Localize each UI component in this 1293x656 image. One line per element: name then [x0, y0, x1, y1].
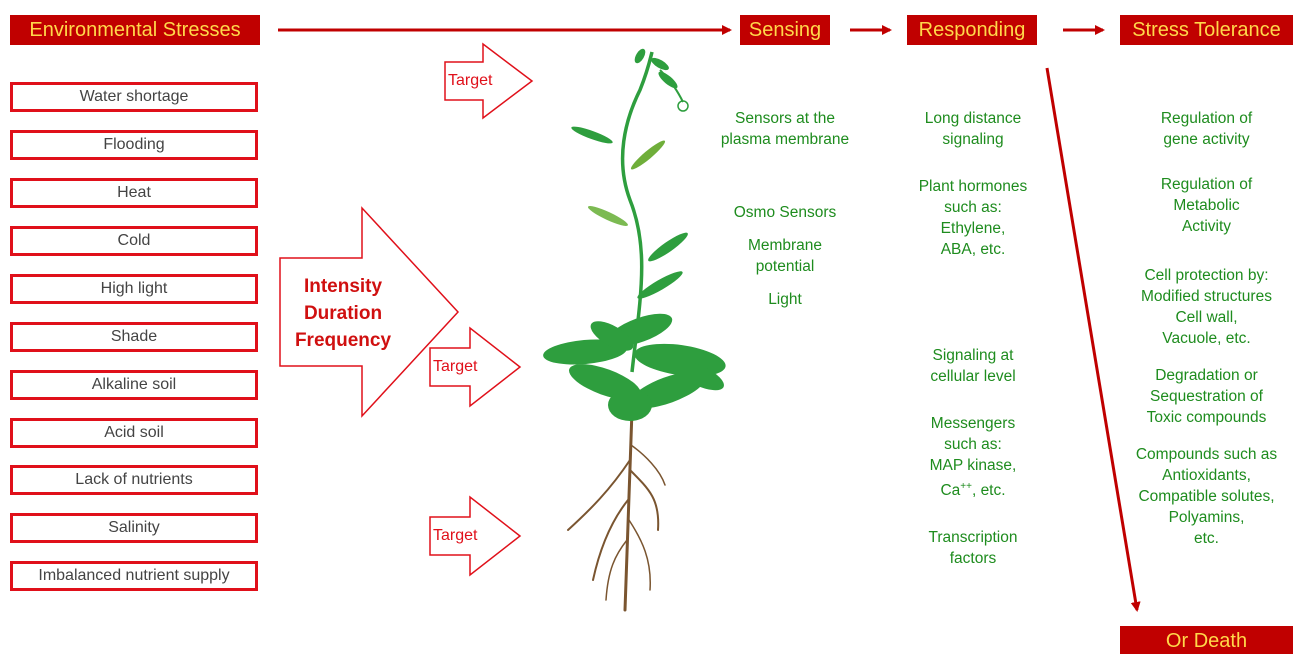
- sensing-light: Light: [705, 289, 865, 310]
- stress-factors: Intensity Duration Frequency: [278, 273, 408, 354]
- sensing-membrane-line1: Membrane: [705, 235, 865, 256]
- tolerance-protection-line1: Cell protection by:: [1120, 265, 1293, 286]
- stress-item: Heat: [10, 178, 258, 208]
- tolerance-degradation-line3: Toxic compounds: [1120, 407, 1293, 428]
- responding-transcription-line1: Transcription: [893, 527, 1053, 548]
- stress-item: Imbalanced nutrient supply: [10, 561, 258, 591]
- sensing-column: Sensors at the plasma membrane Osmo Sens…: [705, 108, 865, 310]
- tolerance-compounds-line2: Antioxidants,: [1120, 465, 1293, 486]
- responding-cellular-line1: Signaling at: [893, 345, 1053, 366]
- stress-item: Flooding: [10, 130, 258, 160]
- responding-long-distance-line1: Long distance: [893, 108, 1053, 129]
- tolerance-metabolic-line1: Regulation of: [1120, 174, 1293, 195]
- stress-item: High light: [10, 274, 258, 304]
- stress-item: Acid soil: [10, 418, 258, 448]
- responding-messengers-line3: MAP kinase,: [893, 455, 1053, 476]
- stress-item: Water shortage: [10, 82, 258, 112]
- responding-hormones-line3: Ethylene,: [893, 218, 1053, 239]
- tolerance-metabolic-line2: Metabolic: [1120, 195, 1293, 216]
- stress-item: Shade: [10, 322, 258, 352]
- header-stress-tolerance: Stress Tolerance: [1120, 15, 1293, 45]
- sensing-osmo: Osmo Sensors: [705, 202, 865, 223]
- stress-item: Alkaline soil: [10, 370, 258, 400]
- stress-item: Lack of nutrients: [10, 465, 258, 495]
- target-label-middle: Target: [433, 358, 477, 376]
- tolerance-degradation-line2: Sequestration of: [1120, 386, 1293, 407]
- stress-item: Cold: [10, 226, 258, 256]
- responding-long-distance-line2: signaling: [893, 129, 1053, 150]
- tolerance-protection-line4: Vacuole, etc.: [1120, 328, 1293, 349]
- responding-hormones-line1: Plant hormones: [893, 176, 1053, 197]
- responding-transcription-line2: factors: [893, 548, 1053, 569]
- plant-illustration: [542, 47, 728, 610]
- header-environmental-stresses: Environmental Stresses: [10, 15, 260, 45]
- tolerance-protection-line3: Cell wall,: [1120, 307, 1293, 328]
- tolerance-compounds-line1: Compounds such as: [1120, 444, 1293, 465]
- factor-intensity: Intensity: [278, 273, 408, 300]
- responding-messengers-line2: such as:: [893, 434, 1053, 455]
- responding-hormones-line4: ABA, etc.: [893, 239, 1053, 260]
- tolerance-column: Regulation of gene activity Regulation o…: [1120, 108, 1293, 549]
- target-label-bottom: Target: [433, 527, 477, 545]
- stress-item: Salinity: [10, 513, 258, 543]
- factor-duration: Duration: [278, 300, 408, 327]
- sensing-membrane-line2: potential: [705, 256, 865, 277]
- sensing-sensors-line1: Sensors at the: [705, 108, 865, 129]
- tolerance-compounds-line5: etc.: [1120, 528, 1293, 549]
- responding-hormones-line2: such as:: [893, 197, 1053, 218]
- tolerance-gene-line2: gene activity: [1120, 129, 1293, 150]
- responding-cellular-line2: cellular level: [893, 366, 1053, 387]
- tolerance-compounds-line3: Compatible solutes,: [1120, 486, 1293, 507]
- header-responding: Responding: [907, 15, 1037, 45]
- tolerance-metabolic-line3: Activity: [1120, 216, 1293, 237]
- tolerance-gene-line1: Regulation of: [1120, 108, 1293, 129]
- header-or-death: Or Death: [1120, 626, 1293, 654]
- factor-frequency: Frequency: [278, 327, 408, 354]
- responding-column: Long distance signaling Plant hormones s…: [893, 108, 1053, 260]
- responding-column-lower: Signaling at cellular level Messengers s…: [893, 345, 1053, 569]
- sensing-sensors-line2: plasma membrane: [705, 129, 865, 150]
- target-label-top: Target: [448, 72, 492, 90]
- calcium-charge: ++: [960, 481, 972, 492]
- responding-messengers-line4: Ca++, etc.: [893, 476, 1053, 501]
- calcium-symbol: Ca: [940, 482, 960, 499]
- responding-messengers-line1: Messengers: [893, 413, 1053, 434]
- calcium-suffix: , etc.: [972, 482, 1006, 499]
- tolerance-compounds-line4: Polyamins,: [1120, 507, 1293, 528]
- tolerance-protection-line2: Modified structures: [1120, 286, 1293, 307]
- tolerance-degradation-line1: Degradation or: [1120, 365, 1293, 386]
- header-sensing: Sensing: [740, 15, 830, 45]
